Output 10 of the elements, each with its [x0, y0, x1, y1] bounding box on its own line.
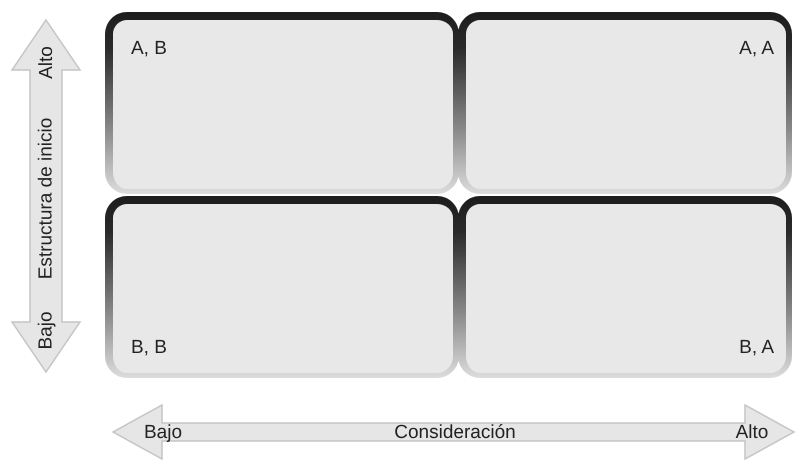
- quadrant-label: A, A: [739, 38, 774, 60]
- axis-end-label: Alto: [36, 46, 56, 78]
- axis-end-label: Bajo: [36, 310, 56, 350]
- quadrant-label: B, A: [739, 337, 774, 359]
- axis-end-label: Bajo: [144, 422, 182, 442]
- quadrant-label: A, B: [131, 38, 167, 60]
- quadrant-label: B, B: [131, 337, 167, 359]
- axis-title: Estructura de inicio: [36, 117, 56, 279]
- axis-end-label: Alto: [736, 422, 768, 442]
- axis-title: Consideración: [394, 422, 516, 442]
